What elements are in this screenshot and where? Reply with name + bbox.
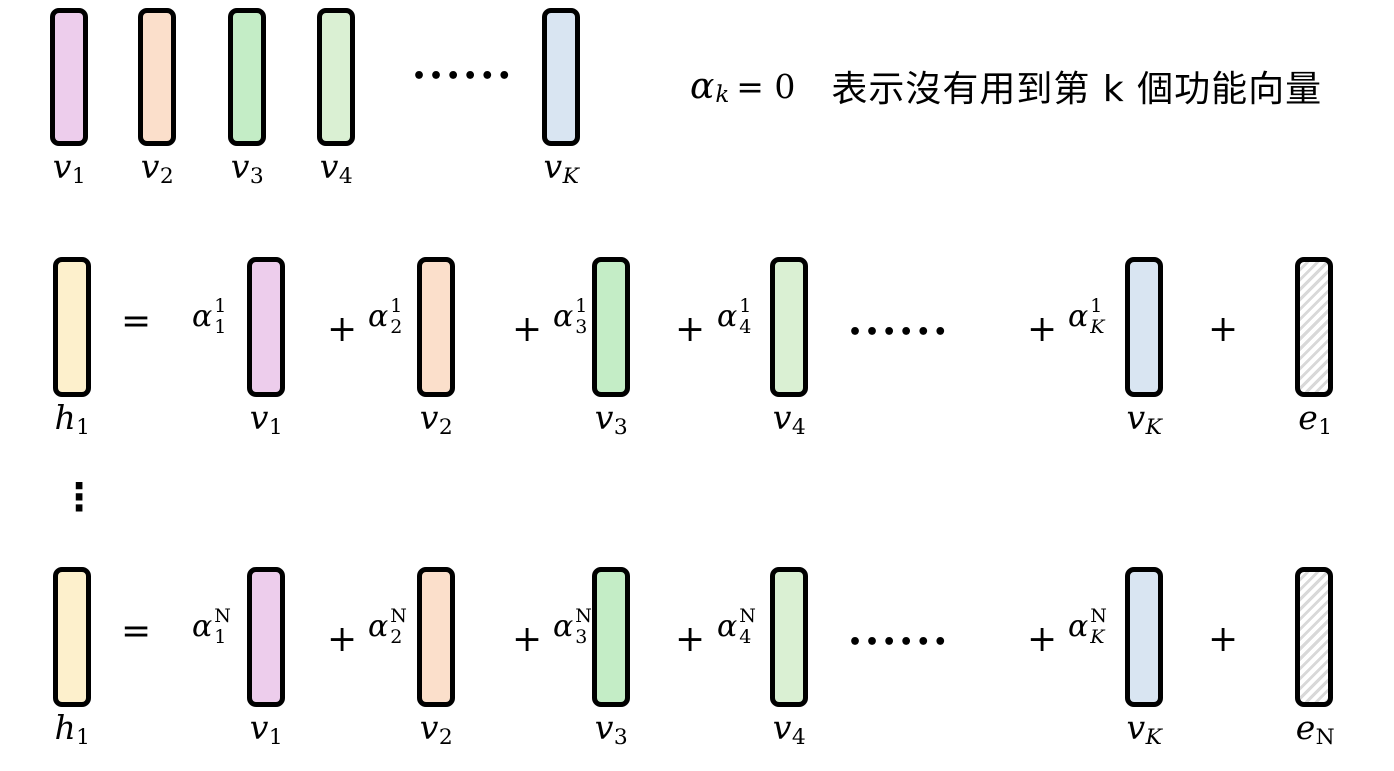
- eq1-vector-v3-label: v3: [594, 398, 628, 440]
- eq1-plus-2: +: [512, 309, 543, 350]
- eq1-error-label: e1: [1298, 398, 1333, 440]
- eq2-error-label: eN: [1295, 708, 1335, 750]
- eq1-vector-vK-label: vK: [1126, 398, 1162, 440]
- eq2-error-rect: [1295, 567, 1333, 707]
- eq2-plus-4: +: [1027, 619, 1058, 660]
- eq2-vector-vK-rect: [1125, 567, 1163, 707]
- eq1-error-rect: [1295, 257, 1333, 397]
- eq2-vector-v3-label: v3: [594, 708, 628, 750]
- eq2-vector-v2-rect: [417, 567, 455, 707]
- eq1-equals-sign: =: [121, 301, 152, 342]
- eq1-lhs-rect: [53, 257, 91, 397]
- eq2-lhs-label: h1: [54, 708, 90, 750]
- top-vector-v1-label: v1: [52, 147, 86, 189]
- eq1-horizontal-ellipsis-icon: ••••••: [848, 320, 951, 345]
- top-vector-vK-rect: [542, 8, 580, 146]
- eq1-vector-v1-rect: [247, 257, 285, 397]
- eq1-vector-vK-rect: [1125, 257, 1163, 397]
- eq1-vector-v3-rect: [592, 257, 630, 397]
- eq2-vector-v4-label: v4: [772, 708, 806, 750]
- top-vector-v3-label: v3: [230, 147, 264, 189]
- eq2-lhs-rect: [53, 567, 91, 707]
- eq1-plus-1: +: [327, 309, 358, 350]
- eq1-lhs-label: h1: [54, 398, 90, 440]
- eq1-vector-v2-label: v2: [419, 398, 453, 440]
- vertical-ellipsis-icon: ⋮: [60, 475, 98, 519]
- eq2-vector-v4-rect: [770, 567, 808, 707]
- eq1-vector-v1-label: v1: [249, 398, 283, 440]
- eq2-vector-vK-label: vK: [1126, 708, 1162, 750]
- eq1-vector-v4-label: v4: [772, 398, 806, 440]
- eq1-plus-3: +: [675, 309, 706, 350]
- top-vector-v2-rect: [138, 8, 176, 146]
- eq1-vector-v2-rect: [417, 257, 455, 397]
- horizontal-ellipsis-icon: ••••••: [412, 64, 515, 89]
- top-vector-v2-label: v2: [140, 147, 174, 189]
- eq2-plus-3: +: [675, 619, 706, 660]
- note-alpha-subscript: k: [715, 82, 730, 108]
- eq2-vector-v3-rect: [592, 567, 630, 707]
- eq2-horizontal-ellipsis-icon: ••••••: [848, 630, 951, 655]
- top-vector-v3-rect: [228, 8, 266, 146]
- eq1-plus-4: +: [1027, 309, 1058, 350]
- top-vector-v1-rect: [50, 8, 88, 146]
- eq1-vector-v4-rect: [770, 257, 808, 397]
- eq1-plus-5: +: [1208, 309, 1239, 350]
- eq2-plus-1: +: [327, 619, 358, 660]
- note-chinese-text: 表示沒有用到第 k 個功能向量: [831, 69, 1323, 110]
- note-alpha-symbol: α: [690, 65, 715, 107]
- top-vector-v4-rect: [317, 8, 355, 146]
- eq2-vector-v2-label: v2: [419, 708, 453, 750]
- eq2-vector-v1-label: v1: [249, 708, 283, 750]
- eq2-plus-2: +: [512, 619, 543, 660]
- note-equals-zero: = 0: [736, 66, 796, 106]
- eq2-vector-v1-rect: [247, 567, 285, 707]
- top-vector-v4-label: v4: [319, 147, 353, 189]
- top-vector-vK-label: vK: [543, 147, 579, 189]
- eq2-plus-5: +: [1208, 619, 1239, 660]
- eq2-equals-sign: =: [121, 611, 152, 652]
